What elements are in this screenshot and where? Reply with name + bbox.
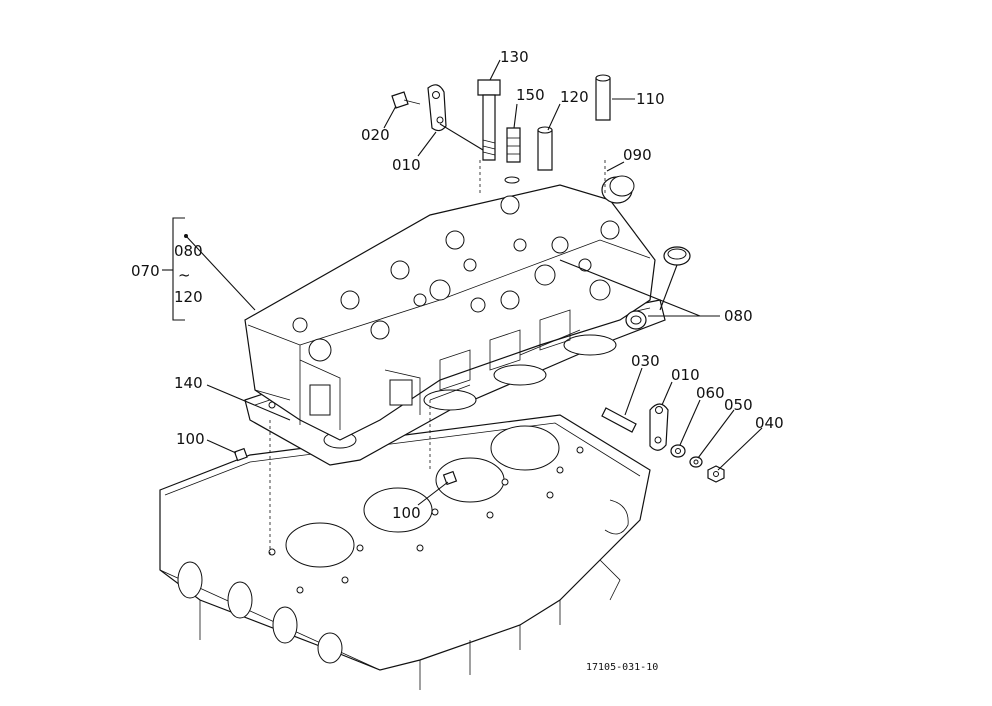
callout-080-right: 080 <box>724 307 753 325</box>
head-bolt-130 <box>477 79 501 161</box>
callout-tilde: ~ <box>178 266 191 284</box>
callout-070: 070 <box>131 262 160 280</box>
washer-060 <box>670 444 686 458</box>
stud-030 <box>601 407 637 433</box>
callout-100-left: 100 <box>176 430 205 448</box>
callout-110: 110 <box>636 90 665 108</box>
nut-040 <box>707 465 725 483</box>
dowel-100-left <box>233 447 248 462</box>
callout-050: 050 <box>724 396 753 414</box>
guide-110 <box>595 74 611 121</box>
cylinder-block <box>159 414 651 690</box>
callout-130: 130 <box>500 48 529 66</box>
cylinder-head <box>244 184 656 441</box>
callout-020: 020 <box>361 126 390 144</box>
dowel-100-mid <box>442 470 458 486</box>
hanger-010-top <box>427 84 447 132</box>
plug-080-b <box>625 310 647 330</box>
callout-010-right: 010 <box>671 366 700 384</box>
valve-guide-120 <box>537 126 553 171</box>
bolt-020 <box>391 91 421 109</box>
valve-seal-150 <box>504 127 521 184</box>
callout-060: 060 <box>696 384 725 402</box>
callout-120-brace: 120 <box>174 288 203 306</box>
callout-080-brace: 080 <box>174 242 203 260</box>
hanger-010-right <box>649 403 669 451</box>
callout-030: 030 <box>631 352 660 370</box>
callout-labels: 130 150 120 110 020 010 090 070 080 ~ 12… <box>131 48 784 673</box>
washer-050 <box>689 456 703 468</box>
callout-040: 040 <box>755 414 784 432</box>
plug-080-a <box>663 246 691 266</box>
callout-120-top: 120 <box>560 88 589 106</box>
callout-100-mid: 100 <box>392 504 421 522</box>
callout-150: 150 <box>516 86 545 104</box>
callout-010-top: 010 <box>392 156 421 174</box>
callout-140: 140 <box>174 374 203 392</box>
leader-lines <box>162 59 763 555</box>
callout-090: 090 <box>623 146 652 164</box>
plug-090 <box>601 175 635 204</box>
drawing-code: 17105-031-10 <box>586 662 658 673</box>
